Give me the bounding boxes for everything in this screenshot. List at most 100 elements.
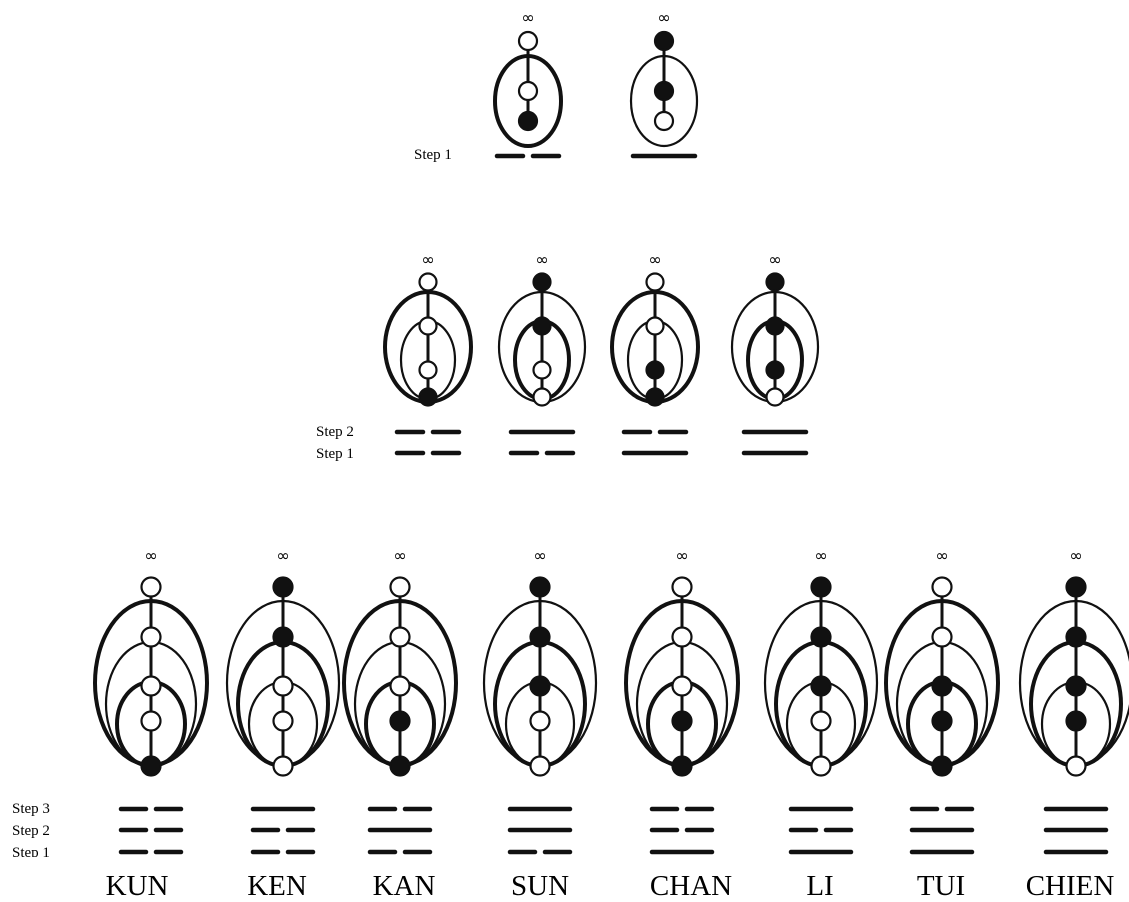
open-node	[671, 576, 693, 598]
filled-node	[1065, 675, 1087, 697]
figure-row3-2	[225, 576, 341, 855]
filled-node	[532, 316, 552, 336]
row3-step1-clip: Step 1	[12, 845, 72, 858]
infinity-symbol: ∞	[814, 546, 828, 565]
figure-row2-2	[497, 272, 587, 456]
row1-step1-label: Step 1	[414, 147, 452, 163]
infinity-symbol: ∞	[276, 546, 290, 565]
open-node	[931, 626, 953, 648]
figure-row3-4	[482, 576, 598, 855]
figure-row2-4	[730, 272, 820, 456]
infinity-symbol: ∞	[533, 546, 547, 565]
open-node	[1065, 755, 1087, 777]
open-node	[653, 110, 675, 132]
figure-row3-8	[1018, 576, 1129, 855]
filled-node	[517, 110, 539, 132]
filled-node	[810, 626, 832, 648]
open-node	[645, 272, 665, 292]
infinity-symbol: ∞	[393, 546, 407, 565]
infinity-symbol: ∞	[657, 8, 671, 27]
row3-step2-label: Step 2	[12, 823, 50, 839]
infinity-symbol: ∞	[935, 546, 949, 565]
open-node	[931, 576, 953, 598]
filled-node	[653, 30, 675, 52]
filled-node	[140, 755, 162, 777]
filled-node	[1065, 710, 1087, 732]
open-node	[418, 272, 438, 292]
open-node	[140, 576, 162, 598]
figure-row3-7	[884, 576, 1000, 855]
filled-node	[272, 626, 294, 648]
filled-node	[671, 755, 693, 777]
row3-step3-label: Step 3	[12, 801, 50, 817]
figure-row1-1	[493, 30, 563, 159]
trigram-name-kan: KAN	[372, 870, 436, 902]
open-node	[272, 675, 294, 697]
open-node	[418, 316, 438, 336]
trigram-name-li: LI	[806, 870, 834, 902]
open-node	[532, 387, 552, 407]
row2-step1-label: Step 1	[316, 446, 354, 462]
figure-row2-3	[610, 272, 700, 456]
filled-node	[389, 755, 411, 777]
infinity-symbol: ∞	[1069, 546, 1083, 565]
filled-node	[931, 710, 953, 732]
figure-row3-1	[93, 576, 209, 855]
filled-node	[810, 576, 832, 598]
open-node	[517, 80, 539, 102]
filled-node	[931, 755, 953, 777]
filled-node	[931, 675, 953, 697]
filled-node	[671, 710, 693, 732]
infinity-symbol: ∞	[144, 546, 158, 565]
figure-row3-3	[342, 576, 458, 855]
open-node	[671, 675, 693, 697]
open-node	[532, 360, 552, 380]
filled-node	[1065, 626, 1087, 648]
trigram-name-tui: TUI	[916, 870, 966, 902]
filled-node	[645, 360, 665, 380]
trigram-name-chan: CHAN	[649, 870, 733, 902]
filled-node	[418, 387, 438, 407]
open-node	[671, 626, 693, 648]
figure-row3-5	[624, 576, 740, 855]
open-node	[272, 710, 294, 732]
filled-node	[645, 387, 665, 407]
row2-step2-label: Step 2	[316, 424, 354, 440]
open-node	[810, 755, 832, 777]
trigram-name-ken: KEN	[247, 870, 307, 902]
open-node	[645, 316, 665, 336]
open-node	[529, 710, 551, 732]
trigram-name-kun: KUN	[105, 870, 169, 902]
filled-node	[1065, 576, 1087, 598]
open-node	[272, 755, 294, 777]
trigram-name-sun: SUN	[510, 870, 570, 902]
open-node	[529, 755, 551, 777]
infinity-symbol: ∞	[648, 250, 662, 269]
figure-row1-2	[629, 30, 699, 159]
figure-row3-6	[763, 576, 879, 855]
filled-node	[529, 675, 551, 697]
infinity-symbol: ∞	[535, 250, 549, 269]
filled-node	[653, 80, 675, 102]
filled-node	[529, 626, 551, 648]
open-node	[389, 626, 411, 648]
infinity-symbol: ∞	[675, 546, 689, 565]
open-node	[765, 387, 785, 407]
open-node	[517, 30, 539, 52]
open-node	[810, 710, 832, 732]
filled-node	[272, 576, 294, 598]
filled-node	[765, 316, 785, 336]
open-node	[140, 710, 162, 732]
infinity-symbol: ∞	[521, 8, 535, 27]
filled-node	[529, 576, 551, 598]
open-node	[389, 675, 411, 697]
row3-step1-label: Step 1	[12, 845, 50, 858]
infinity-symbol: ∞	[421, 250, 435, 269]
filled-node	[765, 272, 785, 292]
filled-node	[765, 360, 785, 380]
figure-row2-1	[383, 272, 473, 456]
trigram-name-chien: CHIEN	[1025, 870, 1115, 902]
filled-node	[532, 272, 552, 292]
